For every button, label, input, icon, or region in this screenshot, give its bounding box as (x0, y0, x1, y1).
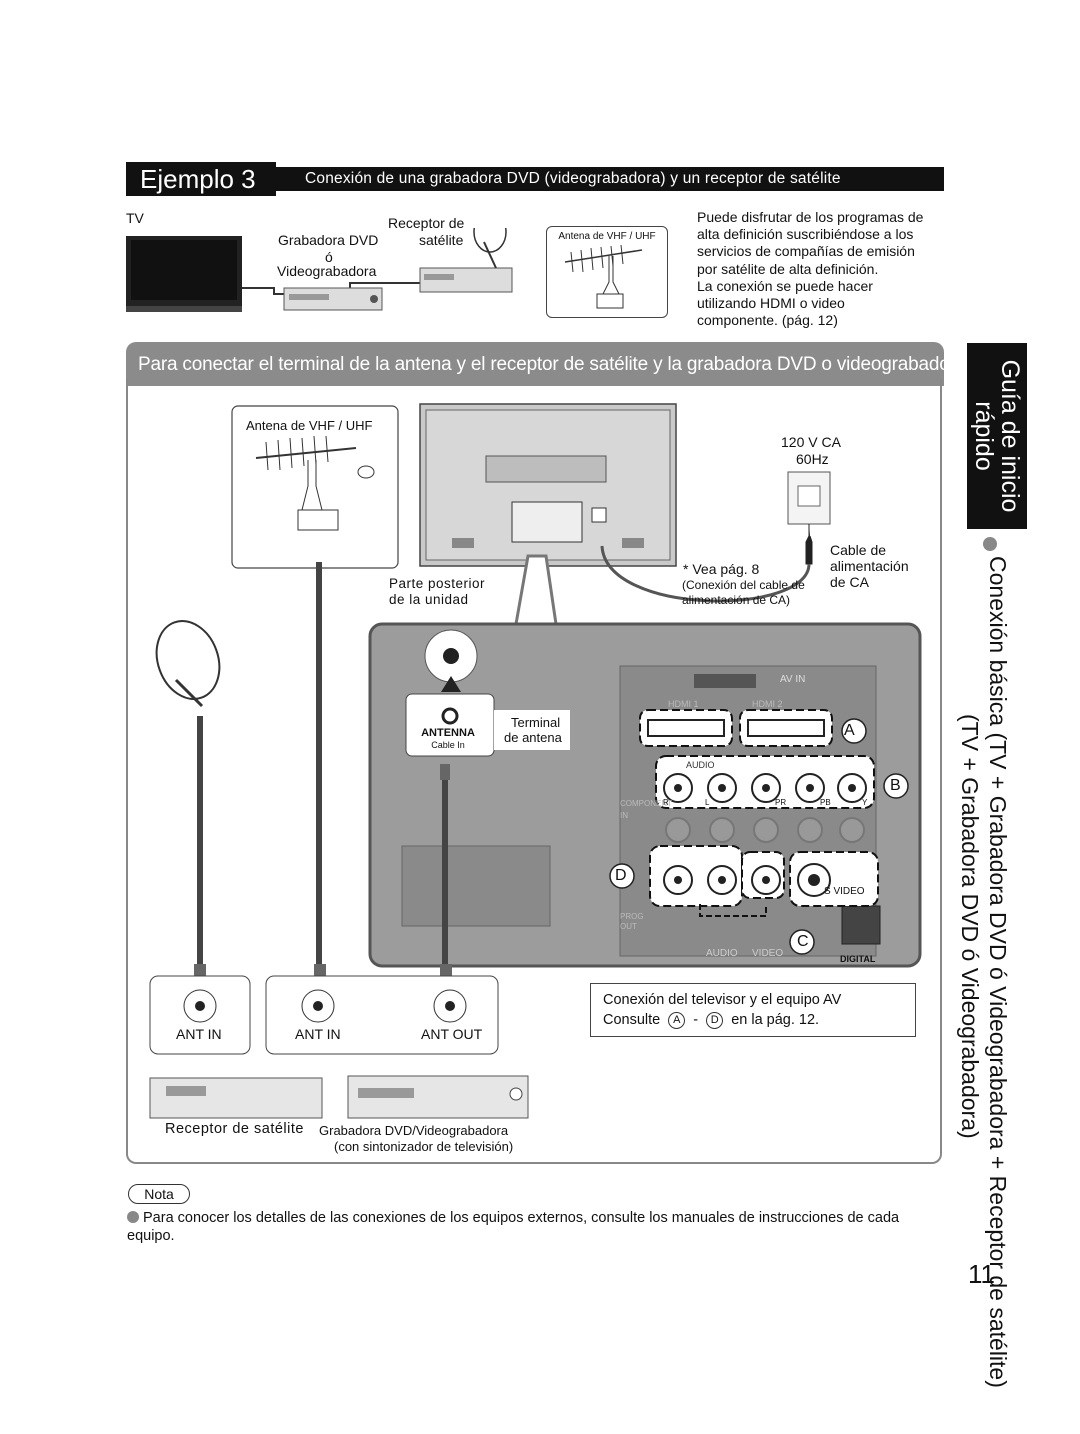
power-label-1: 120 V CA (781, 434, 841, 450)
overview-blurb: Puede disfrutar de los programas de alta… (697, 209, 947, 329)
rear-label-1: Parte posterior (389, 576, 486, 591)
info-marker-d: D (706, 1012, 724, 1029)
note-body: Para conocer los detalles de las conexio… (127, 1210, 900, 1244)
cable-in-label: Cable In (431, 740, 465, 750)
ant-in-label-2: ANT IN (295, 1026, 341, 1042)
page-number: 11 (968, 1259, 995, 1289)
header-title: Conexión de una grabadora DVD (videograb… (305, 170, 841, 187)
port-r: R (663, 798, 669, 807)
note-text: Para conocer los detalles de las conexio… (127, 1209, 947, 1245)
blurb-line: utilizando HDMI o video (697, 295, 845, 312)
in-label: IN (620, 811, 628, 820)
note-bullet (127, 1211, 139, 1223)
side-tab-label: Guía de inicio rápido (970, 359, 1024, 513)
ant-in-label-1: ANT IN (176, 1026, 222, 1042)
marker-b: B (890, 777, 901, 794)
dvd-label-3: Videograbadora (277, 263, 377, 279)
dvd-label-2: ó (325, 249, 333, 265)
blurb-line: servicios de compañías de emisión (697, 243, 915, 260)
vea-sub-1: (Conexión del cable de (682, 578, 805, 592)
rear-label-2: de la unidad (389, 592, 469, 607)
receiver-label-2: satélite (419, 232, 464, 248)
vhf-antenna-icon (255, 435, 375, 531)
audio-bottom-label: AUDIO (706, 948, 738, 959)
dvd-caption-1: Grabadora DVD/Videograbadora (319, 1123, 509, 1138)
marker-c: C (797, 933, 809, 950)
overview-antenna-box: Antena de VHF / UHF (546, 226, 668, 318)
dvd-caption-2: (con sintonizador de televisión) (334, 1139, 514, 1154)
overview-illustration (126, 228, 513, 312)
antenna-icon (564, 244, 643, 309)
info-marker-a: A (668, 1012, 686, 1029)
power-label-2: 60Hz (796, 451, 829, 467)
section-bar-title: Para conectar el terminal de la antena y… (138, 354, 967, 375)
example-label: Ejemplo 3 (126, 162, 276, 196)
blurb-line: por satélite de alta definición. (697, 260, 879, 277)
blurb-line: Puede disfrutar de los programas de (697, 209, 924, 225)
marker-d: D (615, 867, 627, 884)
blurb-line: componente. (pág. 12) (697, 312, 838, 329)
audio-label: AUDIO (686, 760, 715, 770)
info-page: en la pág. 12. (731, 1012, 820, 1028)
tv-label: TV (126, 210, 144, 226)
cable-label-2: alimentación (830, 558, 909, 574)
av-in-label: AV IN (780, 674, 806, 685)
terminal-label-2: de antena (504, 730, 562, 745)
terminal-label-1: Terminal (511, 715, 561, 730)
cable-label-1: Cable de (830, 542, 887, 558)
prog-out-label: PROG OUT (620, 912, 644, 931)
receiver-label-1: Receptor de (388, 215, 465, 231)
side-tab (967, 343, 1027, 529)
section-bar (126, 342, 944, 386)
port-pr: PR (775, 798, 787, 807)
video-bottom-label: VIDEO (752, 948, 784, 959)
receiver-caption: Receptor de satélite (165, 1121, 304, 1137)
marker-a: A (844, 722, 855, 739)
digital-label: DIGITAL (840, 954, 876, 964)
blurb-line: alta definición suscribiéndose a los (697, 226, 914, 243)
vea-sub-2: alimentación de CA) (682, 593, 791, 607)
cable-label-3: de CA (830, 574, 869, 590)
component-label: COMPONENT (620, 799, 672, 808)
hdmi2-label: HDMI 2 (752, 699, 783, 709)
note-label: Nota (128, 1184, 190, 1204)
info-dash: - (693, 1012, 699, 1028)
side-bullet (983, 537, 997, 551)
hdmi1-label: HDMI 1 (668, 699, 699, 709)
diagram-frame (126, 378, 942, 1164)
vea-label: * Vea pág. 8 (683, 561, 760, 577)
info-line-1: Conexión del televisor y el equipo AV (603, 992, 842, 1008)
info-line-2: Consulte A - D en la pág. 12. (603, 1010, 915, 1030)
blurb-line: La conexión se puede hacer (697, 277, 873, 294)
antenna-label: Antena de VHF / UHF (246, 418, 373, 433)
dvd-label-1: Grabadora DVD (278, 232, 379, 248)
vertical-heading-2-text: (TV + Grabadora DVD ó Videograbadora) (957, 714, 983, 1139)
side-tab-text: Guía de inicio rápido (967, 343, 1027, 529)
connection-diagram (149, 403, 922, 1119)
satellite-dish-icon (155, 620, 221, 708)
info-box: Conexión del televisor y el equipo AV Co… (590, 983, 916, 1037)
info-consulte: Consulte (603, 1012, 661, 1028)
port-pb: PB (820, 798, 831, 807)
antenna-badge: ANTENNA (421, 727, 475, 739)
ant-out-label: ANT OUT (421, 1026, 483, 1042)
port-l: L (705, 798, 710, 807)
port-y: Y (862, 798, 868, 807)
svideo-label: S VIDEO (824, 886, 865, 897)
overview-antenna-label: Antena de VHF / UHF (558, 231, 656, 242)
vertical-heading-2: (TV + Grabadora DVD ó Videograbadora) (950, 714, 990, 1434)
